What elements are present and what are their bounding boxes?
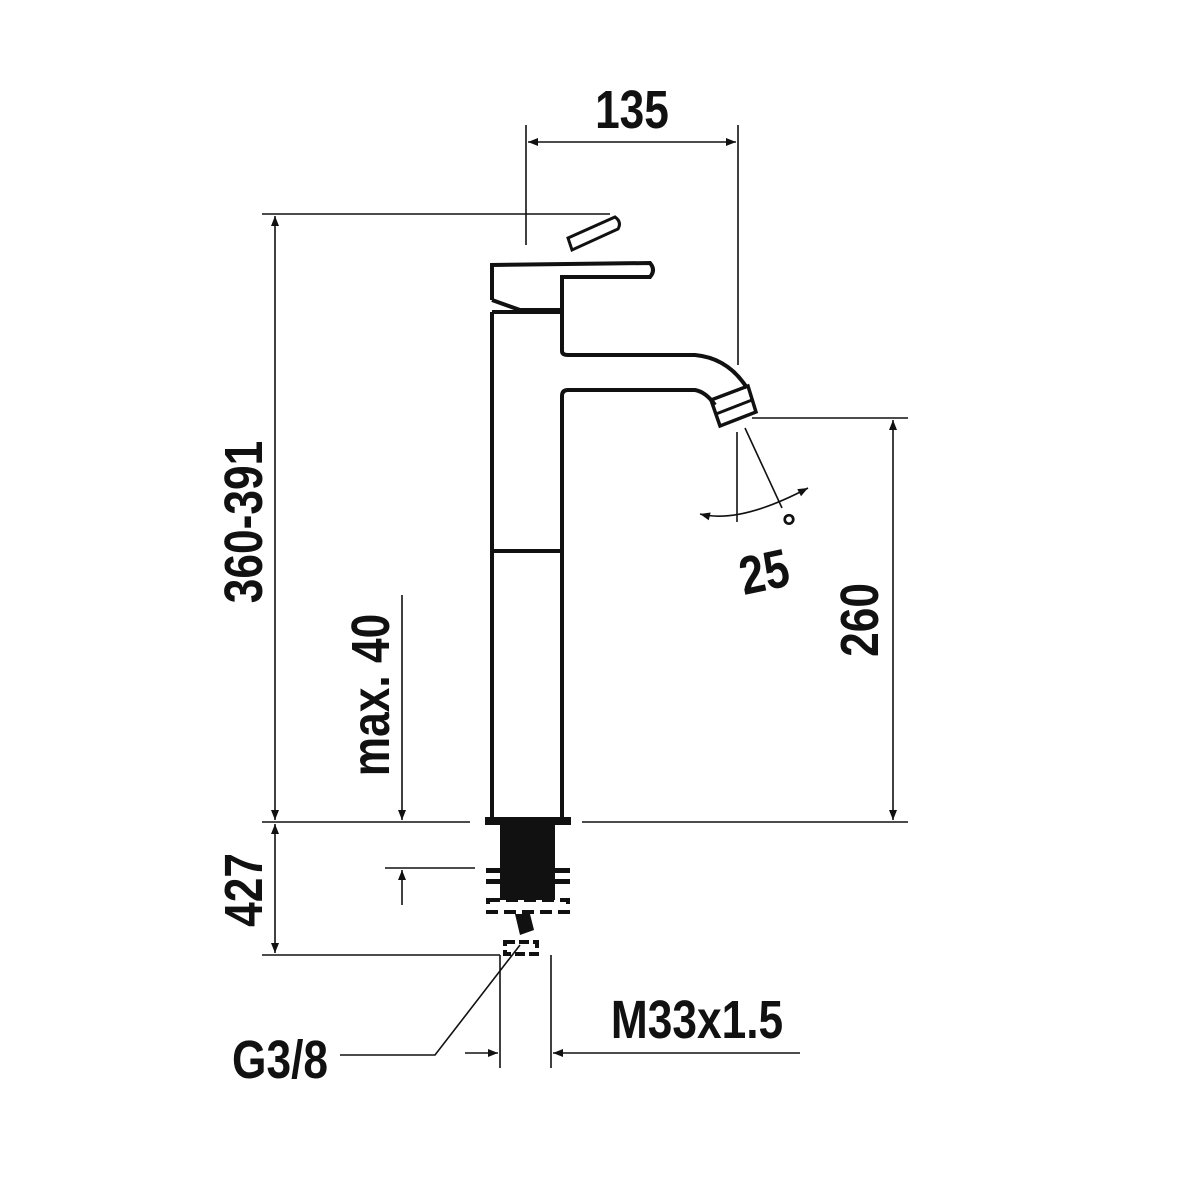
- dimension-labels: 135 360-391 427 max. 40 260 25 ° G3/8 M3…: [214, 80, 890, 1090]
- dim-arc-swivel: [699, 487, 809, 521]
- spout-bottom: [560, 388, 717, 818]
- label-spout-reach: 135: [595, 80, 669, 140]
- label-spout-height: 260: [830, 583, 890, 657]
- aerator: [708, 383, 759, 429]
- spout-top: [560, 350, 749, 390]
- faucet-outline: [490, 215, 759, 818]
- body-column: [490, 312, 564, 818]
- mounting-assembly: [485, 817, 571, 956]
- label-swivel-angle: 25: [734, 538, 795, 607]
- lever-handle: [490, 260, 655, 312]
- leader-connection: [340, 944, 521, 1056]
- label-below-deck: 427: [214, 853, 274, 927]
- label-connection: G3/8: [232, 1030, 328, 1090]
- label-thread: M33x1.5: [611, 990, 783, 1050]
- handle-base: [491, 298, 562, 312]
- lever-raised-position: [566, 215, 621, 253]
- label-max-40: max. 40: [341, 614, 401, 776]
- label-total-height: 360-391: [214, 441, 274, 603]
- dimension-lines: [262, 125, 908, 1068]
